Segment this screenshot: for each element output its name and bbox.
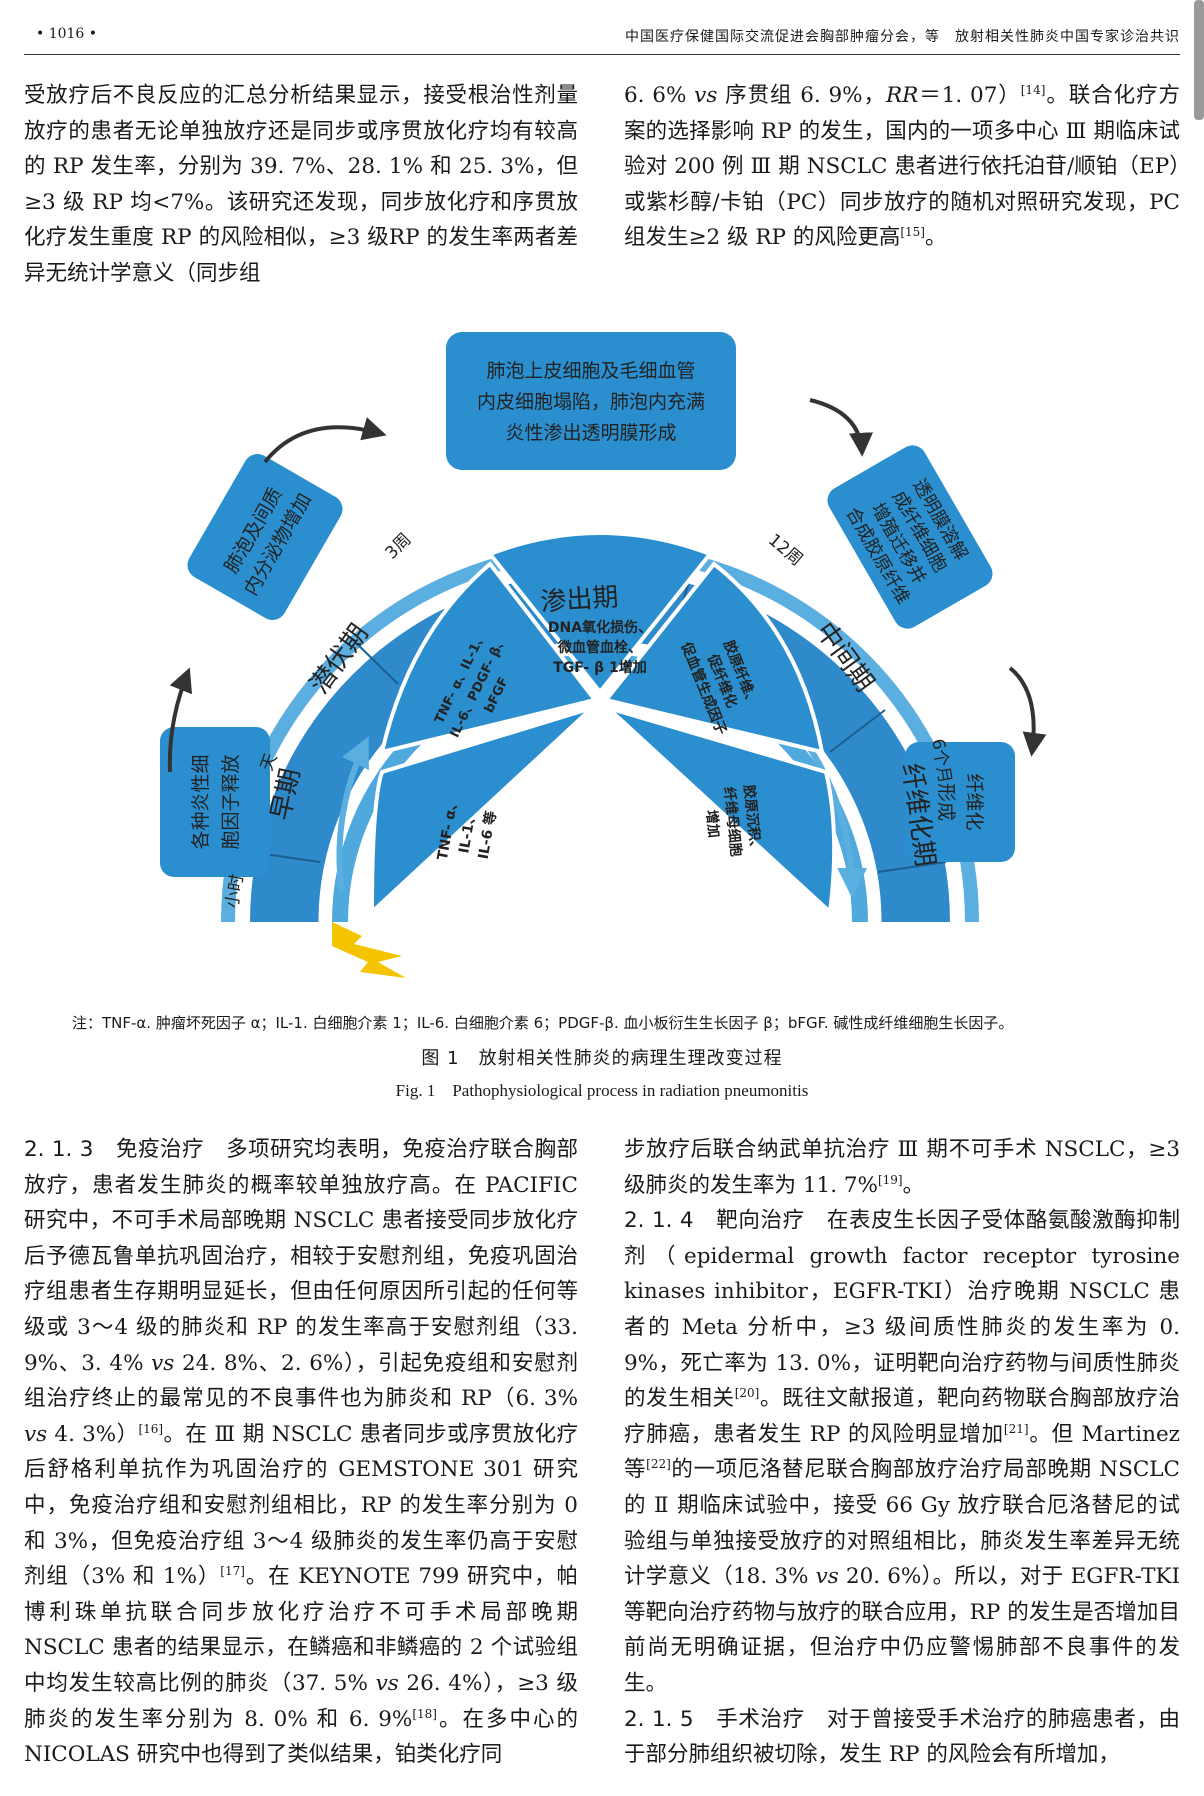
running-title: 中国医疗保健国际交流促进会胸部肿瘤分会，等 放射相关性肺炎中国专家诊治共识 (625, 29, 1180, 45)
text-run: 多项研究均表明，免疫治疗联合胸部放疗，患者发生肺炎的概率较单独放疗高。在 PAC… (24, 1137, 578, 1376)
text-run: 。既往文献报道，靶向药物联合胸部放疗治疗肺癌，患者发生 RP 的风险明显增加 (624, 1386, 1180, 1447)
text-run: 。 (902, 1172, 925, 1198)
running-header: • 1016 • 中国医疗保健国际交流促进会胸部肿瘤分会，等 放射相关性肺炎中国… (24, 20, 1180, 55)
text-run: 对于曾接受手术治疗的肺癌患者，由于部分肺组织被切除，发生 RP 的风险会有所增加… (624, 1706, 1180, 1768)
wedge-center-line: DNA氧化损伤、 (548, 619, 652, 636)
text-run: vs (694, 83, 718, 108)
paragraph: 2. 1. 5 手术治疗 对于曾接受手术治疗的肺癌患者，由于部分肺组织被切除，发… (624, 1702, 1180, 1773)
text-run: 的一项厄洛替尼联合胸部放疗治疗局部晚期 NSCLC 的 Ⅱ 期临床试验中，接受 … (624, 1457, 1180, 1590)
text-run: vs (815, 1564, 839, 1590)
column-left-bottom: 2. 1. 3 免疫治疗 多项研究均表明，免疫治疗联合胸部放疗，患者发生肺炎的概… (24, 1132, 578, 1773)
box-lower-right (905, 742, 1015, 862)
box-upper-left (187, 454, 343, 620)
pathophysiology-figure: 肺泡上皮细胞及毛细血管 内皮细胞塌陷，肺泡内充满 炎性渗出透明膜形成 肺泡及间质… (160, 332, 1047, 978)
paragraph: 受放疗后不良反应的汇总分析结果显示，接受根治性剂量放疗的患者无论单独放疗还是同步… (24, 83, 578, 286)
text-run: 。在 KEYNOTE 799 研究中，帕博利珠单抗联合同步放化疗治疗不可手术局部… (24, 1564, 578, 1696)
text-run: ＝1. 07） (918, 83, 1021, 108)
text-run: 。在多中心的 NICOLAS 研究中也得到了类似结果，铂类化疗同 (24, 1706, 578, 1768)
wedge-left-lower-line: IL-1、 (456, 809, 479, 855)
text-run: 序贯组 6. 9%， (717, 83, 886, 108)
box-lower-left-line: 各种炎性细 (190, 754, 212, 849)
text-run: vs (375, 1670, 399, 1696)
lightning-bolt-icon (332, 922, 406, 978)
paragraph: 2. 1. 4 靶向治疗 在表皮生长因子受体酪氨酸激酶抑制剂（epidermal… (624, 1203, 1180, 1701)
figure-note: 注：TNF-α. 肿瘤坏死因子 α；IL-1. 白细胞介素 1；IL-6. 白细… (72, 1014, 1014, 1032)
figure-caption-cn: 图 1 放射相关性肺炎的病理生理改变过程 (421, 1048, 783, 1069)
box-lower-right-line: 形成 (935, 783, 957, 821)
citation[interactable]: [18] (412, 1706, 437, 1721)
section-heading: 2. 1. 3 免疫治疗 (24, 1137, 205, 1162)
column-left-top: 受放疗后不良反应的汇总分析结果显示，接受根治性剂量放疗的患者无论单独放疗还是同步… (24, 78, 578, 292)
column-right-bottom: 步放疗后联合纳武单抗治疗 Ⅲ 期不可手术 NSCLC，≥3 级肺炎的发生率为 1… (624, 1132, 1180, 1773)
phase-exudative: 渗出期 (539, 582, 619, 617)
text-run: 。联合化疗方案的选择影响 RP 的发生，国内的一项多中心 Ⅲ 期临床试验对 20… (624, 83, 1180, 251)
wedge-right-lower (606, 706, 837, 917)
wedge-center-line: TGF- β 1增加 (553, 659, 647, 676)
box-top-line: 炎性渗出透明膜形成 (505, 422, 676, 444)
wedge-center-line: 微血管血栓、 (557, 639, 642, 656)
column-right-top: 6. 6% vs 序贯组 6. 9%，RR＝1. 07）[14]。联合化疗方案的… (624, 78, 1180, 256)
text-run: vs (24, 1421, 48, 1447)
text-run: 。在 Ⅲ 期 NSCLC 患者同步或序贯放化疗后舒格利单抗作为巩固治疗的 GEM… (24, 1421, 578, 1590)
text-run: 步放疗后联合纳武单抗治疗 Ⅲ 期不可手术 NSCLC，≥3 级肺炎的发生率为 1… (624, 1137, 1180, 1198)
text-run: vs (151, 1350, 175, 1376)
wedges (369, 531, 837, 917)
wedge-right-lower-line: 增加 (703, 809, 723, 839)
text-run: 。但 Martinez 等 (624, 1421, 1181, 1483)
wedge-left-upper (379, 561, 599, 755)
figure-caption-en: Fig. 1 Pathophysiological process in rad… (395, 1081, 809, 1100)
text-run: 20. 6%）。所以，对于 EGFR-TKI 等靶向治疗药物与放疗的联合应用，R… (624, 1564, 1180, 1696)
citation[interactable]: [16] (138, 1421, 164, 1436)
wedge-right-upper (602, 561, 825, 755)
citation[interactable]: [15] (900, 225, 925, 240)
box-lower-right-line: 纤维化 (963, 773, 985, 830)
cycle-arrows (167, 398, 1047, 773)
text-run: 4. 3%） (47, 1421, 139, 1447)
time-12w: 12周 (764, 530, 806, 570)
wedge-left-lower (369, 706, 594, 917)
citation[interactable]: [20] (734, 1386, 760, 1400)
text-run: 6. 6% (624, 83, 695, 108)
citation[interactable]: [19] (877, 1172, 903, 1187)
box-lower-left (160, 727, 270, 877)
text-run: 24. 8%、2. 6%），引起免疫组和安慰剂组治疗终止的最常见的不良事件也为肺… (24, 1350, 578, 1412)
paragraph: 6. 6% vs 序贯组 6. 9%，RR＝1. 07）[14]。联合化疗方案的… (624, 78, 1180, 256)
page-number: • 1016 • (36, 26, 98, 42)
box-lower-left-line: 胞因子释放 (220, 754, 242, 849)
citation[interactable]: [22] (646, 1457, 671, 1472)
citation[interactable]: [14] (1020, 82, 1046, 97)
section-heading: 2. 1. 5 手术治疗 (624, 1706, 805, 1732)
text-run: 。 (925, 225, 947, 251)
box-top-line: 内皮细胞塌陷，肺泡内充满 (477, 391, 705, 413)
wedge-center (486, 531, 714, 696)
citation[interactable]: [21] (1003, 1421, 1029, 1436)
time-3w: 3周 (382, 530, 416, 564)
section-heading: 2. 1. 4 靶向治疗 (624, 1208, 805, 1234)
text-run: 26. 4%），≥3 级肺炎的发生率分别为 8. 0% 和 6. 9% (24, 1670, 578, 1732)
box-upper-right (827, 445, 993, 629)
text-run: RR (885, 83, 919, 108)
box-top-line: 肺泡上皮细胞及毛细血管 (486, 360, 695, 382)
scrollbar-thumb[interactable] (1194, 0, 1204, 120)
box-top (446, 332, 736, 470)
text-run: 在表皮生长因子受体酪氨酸激酶抑制剂（epidermal growth facto… (624, 1208, 1180, 1412)
paragraph: 2. 1. 3 免疫治疗 多项研究均表明，免疫治疗联合胸部放疗，患者发生肺炎的概… (24, 1132, 578, 1773)
citation[interactable]: [17] (220, 1563, 245, 1578)
time-days: 天 (257, 751, 282, 774)
paragraph: 步放疗后联合纳武单抗治疗 Ⅲ 期不可手术 NSCLC，≥3 级肺炎的发生率为 1… (624, 1132, 1180, 1203)
